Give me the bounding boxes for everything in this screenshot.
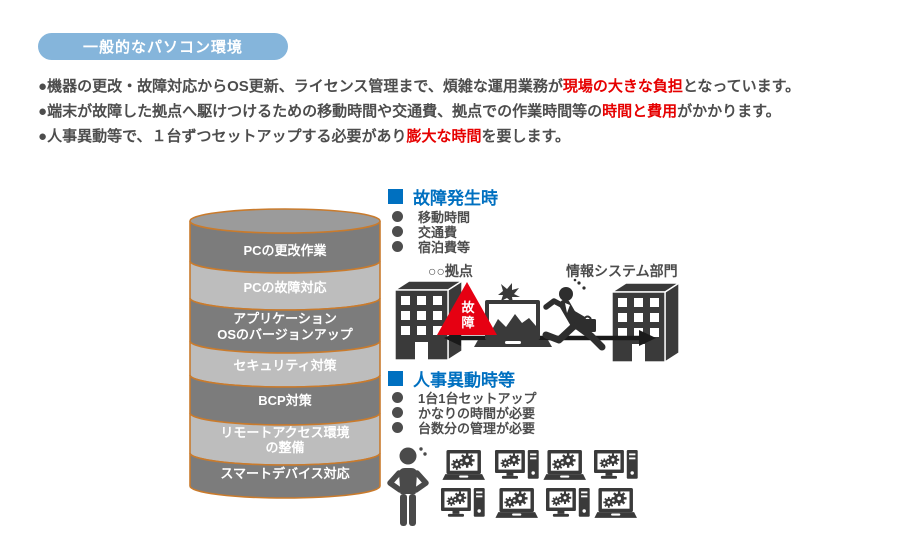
- bullet-row: 交通費: [392, 225, 470, 240]
- desktop-icon: [594, 450, 638, 479]
- section-transfer-header: 人事異動時等: [388, 366, 515, 391]
- intro-text: を要します。: [481, 128, 570, 145]
- bullet-row: かなりの時間が必要: [392, 406, 536, 421]
- explosion-icon: [498, 283, 520, 303]
- cylinder-layer-label: スマートデバイス対応: [220, 466, 349, 481]
- cylinder-layer-label: PCの故障対応: [243, 280, 326, 295]
- incident-diagram: 故 障: [394, 278, 680, 363]
- bullet-icon: ●: [38, 78, 48, 95]
- it-dept-building-icon: [611, 282, 680, 363]
- cylinder-layer-label: アプリケーション: [233, 311, 337, 326]
- cylinder-layer-label: OSのバージョンアップ: [217, 327, 354, 342]
- pc-tasks-cylinder: PCの更改作業 PCの故障対応 アプリケーション OSのバージョンアップ セキュ…: [189, 208, 381, 499]
- bullet-label: 台数分の管理が必要: [418, 421, 536, 436]
- bullet-label: 交通費: [418, 225, 458, 240]
- intro-highlight: 膨大な時間: [406, 128, 482, 145]
- bullet-icon: [392, 392, 403, 403]
- bullet-label: 1台1台セットアップ: [418, 391, 537, 406]
- bullet-icon: [392, 226, 403, 237]
- failure-triangle-label: 障: [461, 315, 474, 330]
- cylinder-layer-label: PCの更改作業: [243, 243, 327, 258]
- bullet-row: 台数分の管理が必要: [392, 421, 536, 436]
- page-title-badge: 一般的なパソコン環境: [38, 33, 288, 60]
- broken-laptop-icon: [474, 300, 552, 347]
- desktop-icon: [546, 488, 590, 517]
- bullet-icon: [392, 407, 403, 418]
- thinking-person-icon: [387, 447, 429, 526]
- bullet-row: 1台1台セットアップ: [392, 391, 536, 406]
- intro-text: 端末が故障した拠点へ駆けつけるための移動時間や交通費、拠点での作業時間等の: [47, 103, 603, 120]
- cylinder-top-icon: [189, 208, 381, 234]
- section-failure-header: 故障発生時: [388, 184, 498, 209]
- transfer-bullet-list: 1台1台セットアップ かなりの時間が必要 台数分の管理が必要: [392, 391, 536, 436]
- section-marker-icon: [388, 189, 403, 204]
- cylinder-layer-7: [189, 452, 381, 499]
- intro-line: ●機器の更改・故障対応からOS更新、ライセンス管理まで、煩雑な運用業務が現場の大…: [38, 74, 800, 99]
- site-label: ○○拠点: [428, 263, 473, 279]
- bullet-row: 宿泊費等: [392, 240, 470, 255]
- section-marker-icon: [388, 371, 403, 386]
- bullet-row: 移動時間: [392, 210, 470, 225]
- bullet-icon: ●: [38, 103, 48, 120]
- cylinder-layer-label: BCP対策: [258, 393, 312, 408]
- running-person-icon: [542, 278, 606, 351]
- section-title: 故障発生時: [413, 189, 498, 208]
- cylinder-layer-label: リモートアクセス環境: [220, 425, 349, 440]
- bullet-icon: ●: [38, 128, 48, 145]
- laptop-icon: [442, 450, 485, 480]
- laptop-icon: [495, 488, 538, 518]
- intro-highlight: 時間と費用: [602, 103, 678, 120]
- intro-text: となっています。: [682, 78, 801, 95]
- dept-label: 情報システム部門: [566, 263, 678, 279]
- intro-text: 機器の更改・故障対応からOS更新、ライセンス管理まで、煩雑な運用業務が: [47, 78, 563, 95]
- bullet-label: 宿泊費等: [418, 240, 471, 255]
- intro-line: ●端末が故障した拠点へ駆けつけるための移動時間や交通費、拠点での作業時間等の時間…: [38, 99, 800, 124]
- intro-line: ●人事異動等で、１台ずつセットアップする必要があり膨大な時間を要します。: [38, 124, 800, 149]
- cylinder-layer-label: の整備: [265, 440, 304, 455]
- bullet-icon: [392, 422, 403, 433]
- intro-bullets: ●機器の更改・故障対応からOS更新、ライセンス管理まで、煩雑な運用業務が現場の大…: [38, 74, 800, 149]
- page-title: 一般的なパソコン環境: [82, 39, 243, 56]
- bullet-icon: [392, 241, 403, 252]
- bullet-icon: [392, 211, 403, 222]
- cylinder-layer-label: セキュリティ対策: [233, 358, 337, 373]
- section-title: 人事異動時等: [413, 371, 515, 390]
- desktop-icon: [441, 488, 485, 517]
- failure-bullet-list: 移動時間 交通費 宿泊費等: [392, 210, 470, 255]
- failure-triangle-icon: 故 障: [437, 282, 497, 335]
- intro-text: がかかります。: [677, 103, 781, 120]
- intro-highlight: 現場の大きな負担: [562, 78, 683, 95]
- desktop-icon: [495, 450, 539, 479]
- setup-diagram: [387, 447, 656, 526]
- failure-triangle-label: 故: [461, 300, 475, 315]
- intro-text: 人事異動等で、１台ずつセットアップする必要があり: [47, 128, 407, 145]
- bullet-label: かなりの時間が必要: [418, 406, 536, 421]
- laptop-icon: [543, 450, 586, 480]
- bullet-label: 移動時間: [418, 210, 471, 225]
- laptop-icon: [594, 488, 637, 518]
